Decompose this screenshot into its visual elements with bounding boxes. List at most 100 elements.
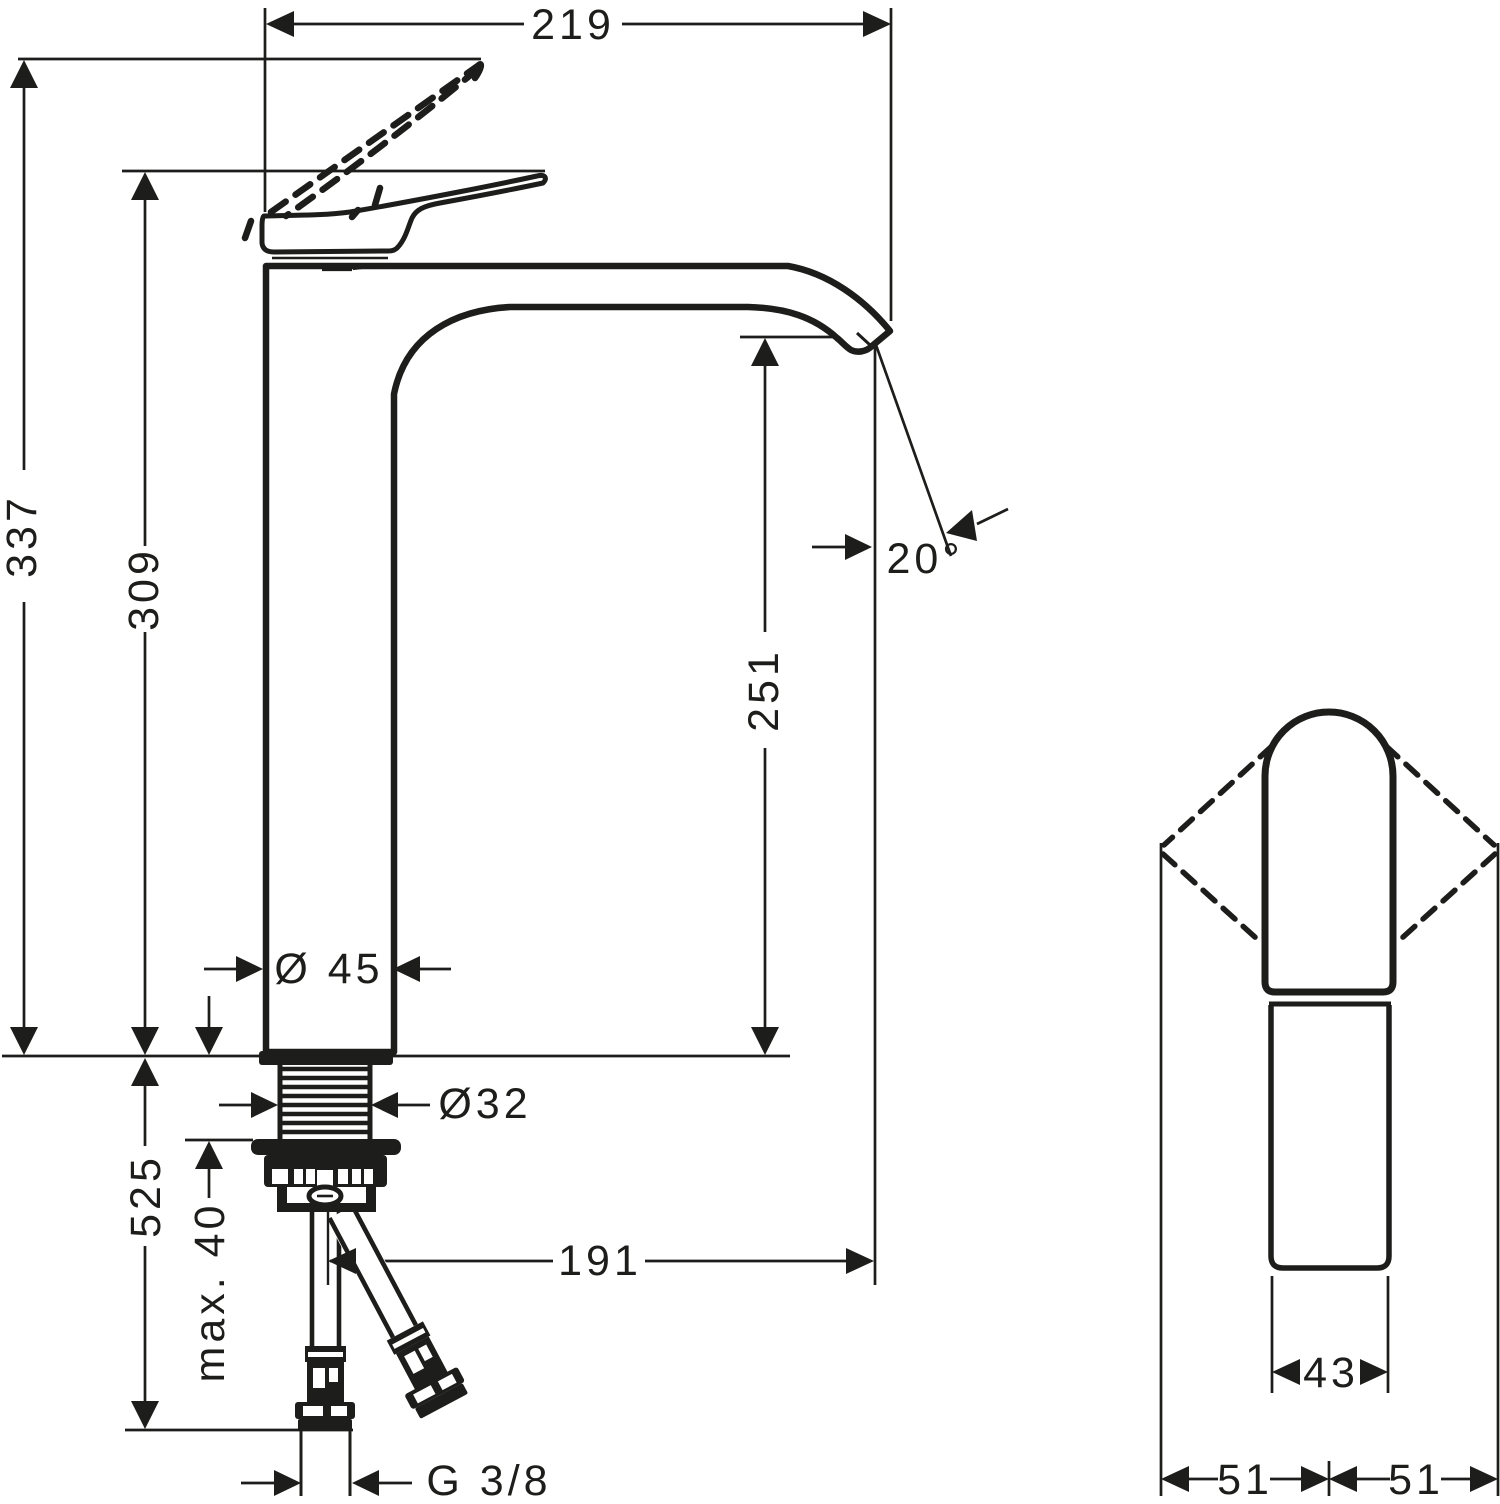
swing-left-lower [1160,851,1259,941]
mounting-nut-slot-6 [352,1169,361,1184]
dim-label-251: 251 [740,648,788,732]
dim-label-43: 43 [1303,1349,1359,1397]
arrow-dia45-right [393,956,420,982]
hose-a-flange-window-a [413,1385,436,1404]
arrow-43-right [1360,1359,1388,1385]
arrow-51-outer-right [1470,1466,1498,1492]
arrow-251-bottom [751,1027,779,1055]
hose-a-cap [415,1383,468,1419]
lever-handle [259,173,548,255]
front-lever-outline [1261,708,1397,996]
faucet-side-view [241,61,894,1496]
ref-line-spout-angle [874,344,953,557]
swing-left-upper [1161,743,1275,848]
dim-label-dia45: Ø 45 [274,945,383,993]
dim-label-g38: G 3/8 [426,1457,551,1504]
arrow-max40-top [195,1027,223,1055]
dashed-lever-front-tick [241,217,255,242]
hose-v-flange-window-b [331,1406,347,1416]
hose-a-left-edge [327,1217,395,1339]
mounting-nut [264,1155,387,1187]
mounting-shank-threads [277,1063,373,1139]
arrow-337-top [10,60,38,88]
hose-v-connector [307,1362,344,1403]
dim-line-20deg-right-tail [976,507,1009,526]
hose-v-connector-window-b [329,1368,338,1382]
arrow-20deg-vertical [845,534,872,560]
dimension-arrowheads [10,11,977,1496]
arrow-51-center-left [1301,1466,1329,1492]
body-base-lip [259,1051,393,1065]
arrow-309-top [131,172,159,200]
arrow-dia32-right [371,1092,398,1118]
mounting-nut-slot-1 [272,1169,288,1184]
dim-label-309: 309 [120,547,168,631]
arrow-525-top [131,1058,159,1086]
hose-a-connector [395,1336,448,1390]
hose-a-connector-window-a [404,1350,425,1374]
front-body-outline [1268,1005,1392,1271]
arrow-dia45-left [236,956,263,982]
handle-swing-dashed [1160,743,1498,941]
dashed-lever-neck-tick-b [348,206,362,221]
dim-label-51-right: 51 [1388,1456,1444,1504]
arrow-51-outer-left [1161,1466,1189,1492]
arrow-251-top [751,338,779,366]
dim-label-191: 191 [558,1237,642,1285]
dashed-lever-tip [471,61,485,82]
mounting-nut-slot-7 [364,1169,373,1184]
swing-right-upper [1383,743,1497,848]
lever-handle-raised-dashed [241,61,485,242]
front-arrowheads [1161,1359,1498,1492]
dimension-lines [2,8,1009,1485]
hose-v-collar-slot [308,1352,343,1357]
front-extension-lines [1159,843,1500,1496]
dashed-lever-upper-edge [267,61,483,216]
arrow-309-bottom [131,1027,159,1055]
spout-aerator-edge [855,331,872,347]
faucet-front-view: 43 51 51 [1159,708,1500,1504]
arrow-337-bottom [10,1027,38,1055]
aerator-hidden-line-b [352,263,389,271]
arrow-max40-bottom [195,1141,223,1169]
arrow-g38-left [274,1470,301,1496]
arrow-191-left [328,1248,356,1274]
mounting-nut-slot-5 [338,1169,348,1184]
dim-label-337: 337 [0,494,46,578]
dim-label-219: 219 [531,1,615,49]
arrow-43-left [1272,1359,1300,1385]
arrow-219-right [863,11,891,37]
hose-a-connector-window-b [418,1344,433,1362]
arrow-51-center-right [1329,1466,1357,1492]
hose-a-right-edge [350,1204,418,1327]
arrow-dia32-left [251,1092,278,1118]
dashed-lever-lower-edge [282,69,477,220]
dim-label-525: 525 [122,1154,170,1238]
mounting-nut-slot-3 [306,1169,315,1184]
hose-a-collar-slot [392,1328,426,1349]
bracket-bottom-bar [277,1203,376,1212]
arrow-g38-right [352,1470,379,1496]
supply-hose-vertical [295,1211,355,1496]
arrow-219-left [266,11,294,37]
supply-hose-angled [326,1204,468,1419]
body-and-spout-outline [262,262,894,1056]
dim-label-20deg: 20° [886,535,963,583]
arrow-20deg-angled [946,510,977,541]
dim-label-dia32: Ø32 [438,1080,531,1128]
mounting-nut-slots [272,1169,373,1187]
dashed-lever-neck-tick-a [371,184,384,209]
tailpiece-bracket [277,1184,376,1212]
mounting-nut-slot-4 [317,1170,333,1187]
mounting-washer [251,1139,401,1155]
dim-label-max40: max. 40 [186,1202,234,1383]
mounting-nut-slot-2 [294,1169,303,1184]
arrow-525-bottom [131,1401,159,1429]
side-view-labels: 219 337 309 251 20° Ø 45 Ø32 525 max. 40… [0,1,963,1504]
thread-lines [281,1066,369,1135]
hose-a-flange-window-b [437,1373,457,1391]
dim-label-51-left: 51 [1217,1456,1273,1504]
arrow-191-right [846,1248,874,1274]
